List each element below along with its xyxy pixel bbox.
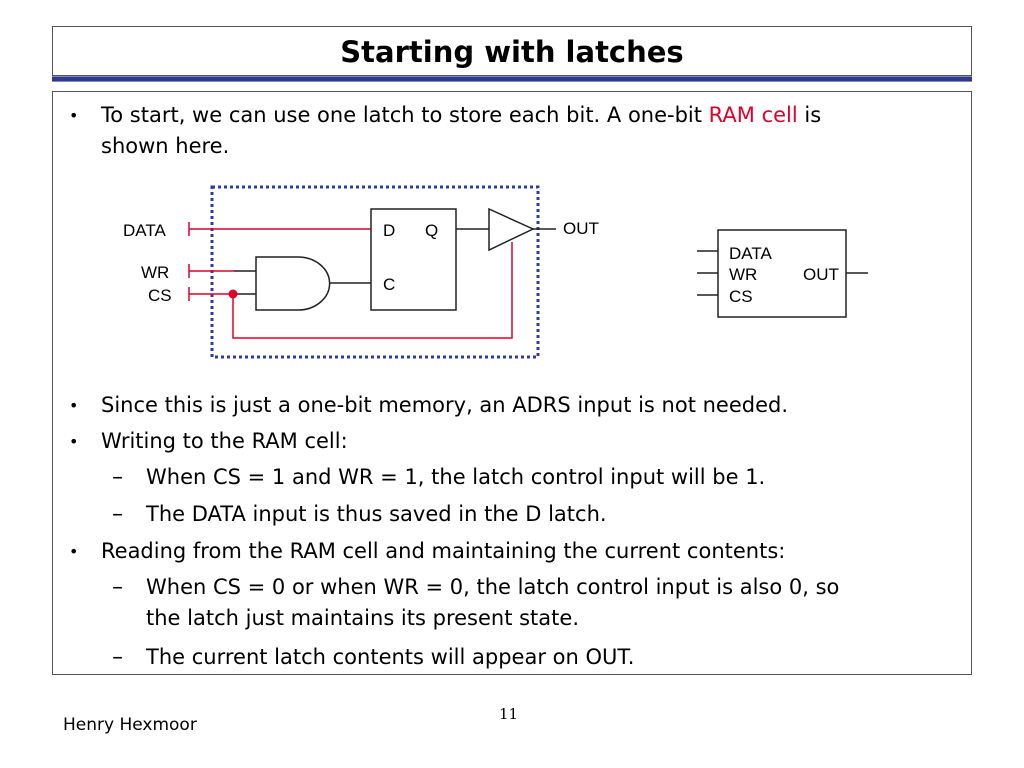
sub-bullet-cs-wr-0-text: When CS = 0 or when WR = 0, the latch co…	[146, 575, 840, 599]
bullet-dot: •	[69, 432, 79, 451]
ram-cell-highlight: RAM cell	[708, 103, 798, 127]
sub-bullet-cs-wr-1: – When CS = 1 and WR = 1, the latch cont…	[112, 462, 766, 493]
sub-bullet-out-text: The current latch contents will appear o…	[146, 645, 635, 669]
block-wr-label: WR	[729, 265, 757, 284]
title-underline	[52, 76, 972, 82]
block-data-label: DATA	[729, 244, 772, 263]
dash-mark: –	[112, 465, 123, 490]
bullet-ram-cell-end: is	[797, 103, 822, 127]
bullet-dot: •	[69, 542, 79, 561]
bullet-writing-text: Writing to the RAM cell:	[101, 429, 348, 453]
block-out-label: OUT	[803, 265, 839, 284]
sub-bullet-cs-wr-0-line2: the latch just maintains its present sta…	[146, 603, 579, 634]
sub-bullet-out: – The current latch contents will appear…	[112, 642, 635, 673]
bullet-dot: •	[69, 106, 79, 125]
block-cs-label: CS	[729, 287, 753, 306]
ram-cell-block	[717, 229, 847, 318]
tristate-buffer	[488, 207, 535, 252]
latch-d-label: D	[383, 221, 395, 240]
bullet-reading-text: Reading from the RAM cell and maintainin…	[101, 539, 786, 563]
bullet-ram-cell-text: To start, we can use one latch to store …	[101, 103, 709, 127]
cs-enable-wire	[232, 242, 513, 339]
dash-mark: –	[112, 575, 123, 600]
data-label: DATA	[123, 221, 166, 240]
latch-q-label: Q	[425, 221, 438, 240]
sub-bullet-data-saved: – The DATA input is thus saved in the D …	[112, 499, 607, 530]
dash-mark: –	[112, 645, 123, 670]
sub-bullet-cs-wr-1-text: When CS = 1 and WR = 1, the latch contro…	[146, 465, 766, 489]
title-box: Starting with latches	[52, 26, 972, 76]
bullet-ram-cell: • To start, we can use one latch to stor…	[69, 100, 822, 131]
out-label: OUT	[563, 219, 599, 238]
footer-author: Henry Hexmoor	[63, 715, 197, 735]
bullet-adrs: • Since this is just a one-bit memory, a…	[69, 390, 789, 421]
bullet-dot: •	[69, 396, 79, 415]
content-frame	[52, 91, 972, 675]
bullet-adrs-text: Since this is just a one-bit memory, an …	[101, 393, 789, 417]
page-number: 11	[499, 705, 519, 723]
bullet-writing: • Writing to the RAM cell:	[69, 426, 348, 457]
bullet-ram-cell-line2-text: shown here.	[101, 134, 230, 158]
bullet-reading: • Reading from the RAM cell and maintain…	[69, 536, 786, 567]
and-gate	[255, 256, 331, 311]
bullet-ram-cell-line2: shown here.	[101, 131, 229, 162]
latch-c-label: C	[383, 275, 395, 294]
sub-bullet-data-saved-text: The DATA input is thus saved in the D la…	[146, 502, 607, 526]
wr-label: WR	[141, 263, 169, 282]
cs-label: CS	[148, 286, 172, 305]
cell-boundary	[210, 185, 540, 359]
sub-bullet-cs-wr-0-line2-text: the latch just maintains its present sta…	[146, 606, 579, 630]
dash-mark: –	[112, 502, 123, 527]
d-latch	[370, 208, 457, 311]
sub-bullet-cs-wr-0: – When CS = 0 or when WR = 0, the latch …	[112, 572, 840, 603]
slide-title: Starting with latches	[340, 35, 684, 69]
